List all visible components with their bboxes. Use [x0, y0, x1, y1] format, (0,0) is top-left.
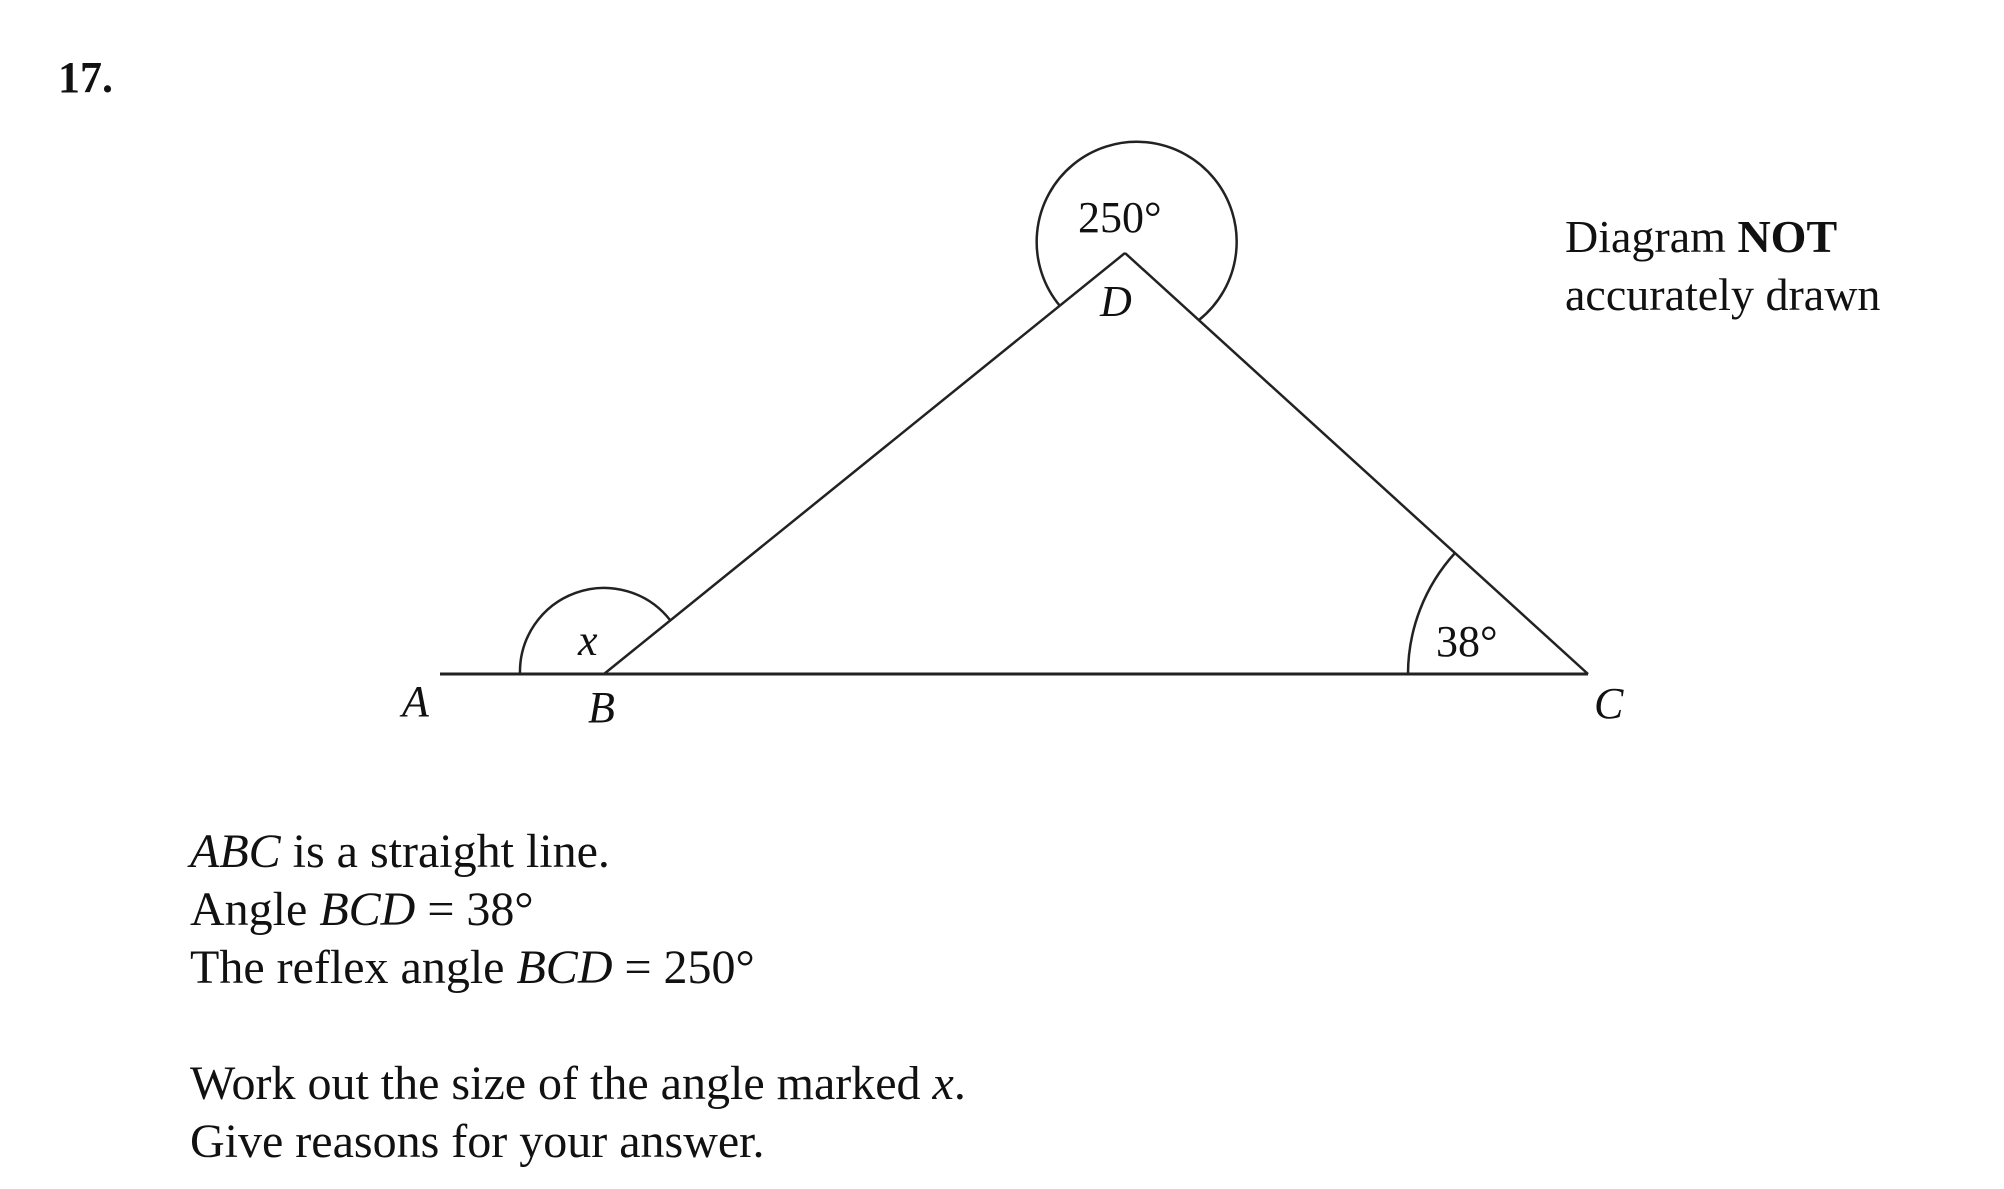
- angle-x-arc: [518, 586, 671, 675]
- task-line-1: Work out the size of the angle marked x.: [190, 1055, 966, 1113]
- statement-2-pre: Angle: [190, 883, 320, 936]
- question-number: 17.: [58, 53, 113, 102]
- question-text: ABC is a straight line. Angle BCD = 38° …: [190, 823, 966, 1171]
- diagram-note-line1: Diagram NOT: [1565, 208, 1880, 266]
- angle-bcd-arc: [1406, 552, 1456, 675]
- angle-bcd-label: 38°: [1436, 617, 1498, 666]
- diagram-note: Diagram NOT accurately drawn: [1565, 208, 1880, 324]
- diagram-note-prefix: Diagram: [1565, 211, 1726, 262]
- statement-2-text: = 38°: [415, 883, 534, 936]
- statement-3-text: = 250°: [612, 941, 755, 994]
- task-1-post: .: [953, 1057, 966, 1110]
- angle-x-label: x: [577, 616, 598, 665]
- statement-3-italic: BCD: [516, 941, 613, 994]
- reflex-angle-arc: [1035, 140, 1238, 321]
- triangle-diagram: A B C D x 38° 250°: [399, 140, 1624, 732]
- reflex-angle-label: 250°: [1078, 193, 1162, 242]
- point-d-label: D: [1099, 277, 1132, 326]
- spacer: [190, 997, 966, 1055]
- statement-line-2: Angle BCD = 38°: [190, 881, 966, 939]
- diagram-note-line2: accurately drawn: [1565, 269, 1881, 320]
- statement-line-1: ABC is a straight line.: [190, 823, 966, 881]
- statement-3-pre: The reflex angle: [190, 941, 517, 994]
- statement-line-3: The reflex angle BCD = 250°: [190, 939, 966, 997]
- statement-1-italic: ABC: [190, 825, 281, 878]
- side-bd: [603, 252, 1126, 675]
- point-c-label: C: [1594, 679, 1624, 728]
- diagram-note-bold: NOT: [1737, 211, 1838, 262]
- task-1-pre: Work out the size of the angle marked: [190, 1057, 933, 1110]
- statement-1-text: is a straight line.: [280, 825, 610, 878]
- task-1-italic: x: [932, 1057, 954, 1110]
- statement-2-italic: BCD: [319, 883, 416, 936]
- point-b-label: B: [588, 683, 615, 732]
- task-line-2: Give reasons for your answer.: [190, 1115, 765, 1168]
- point-a-label: A: [399, 677, 430, 726]
- side-dc: [1124, 252, 1589, 675]
